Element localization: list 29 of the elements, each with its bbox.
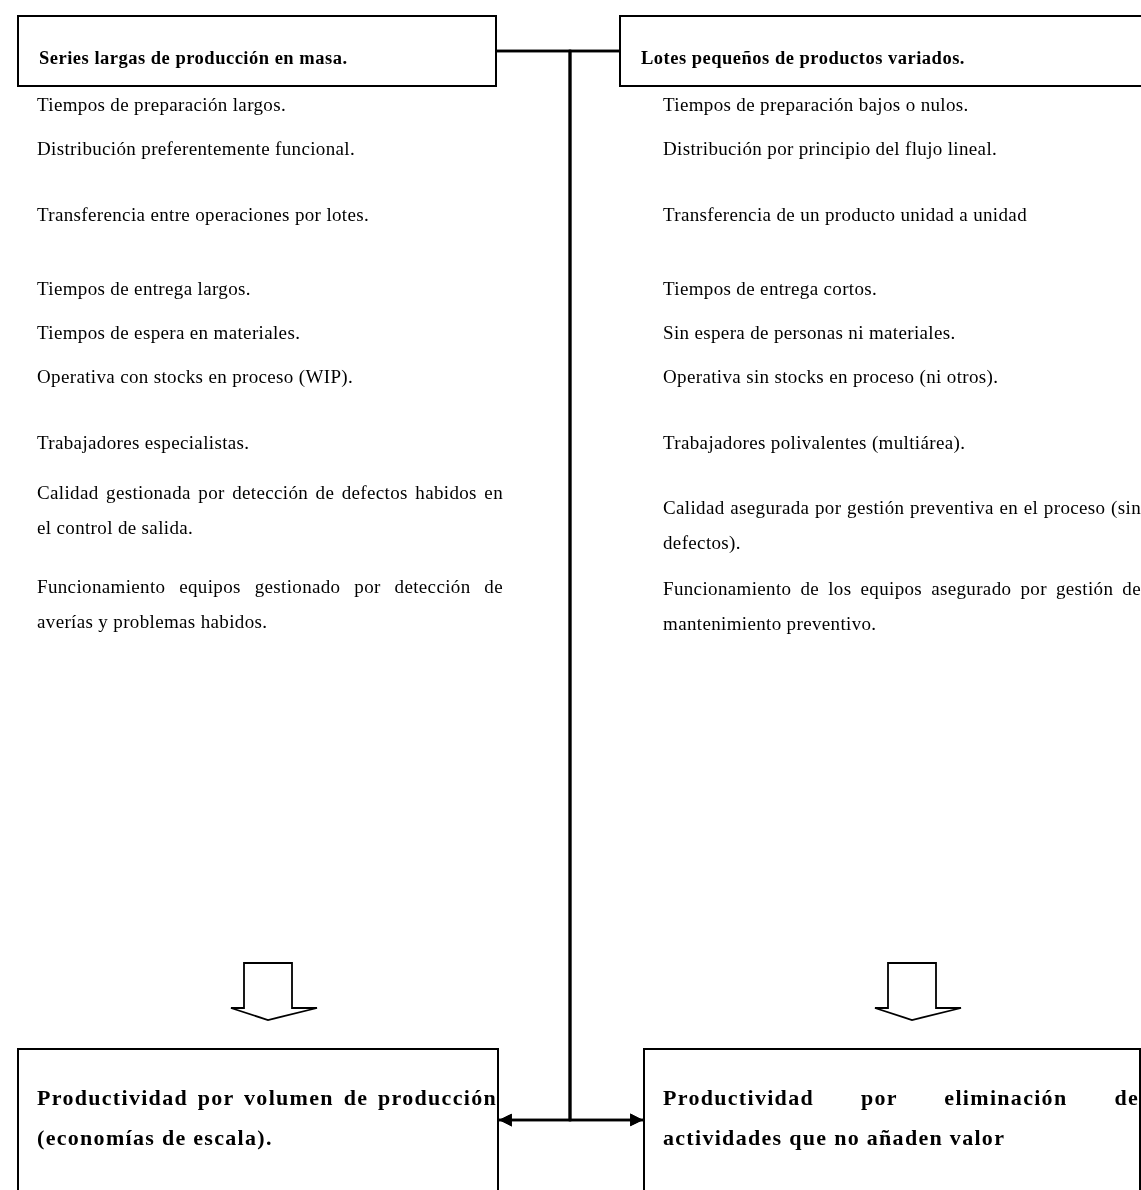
result-text: Productividad por eliminación de actividades que no añaden valor	[663, 1085, 1139, 1150]
list-item: Funcionamiento equipos gestionado por detección de averías y problemas habidos.	[37, 575, 503, 634]
list-item: Calidad asegurada por gestión preventiva en el proceso (sin defectos).	[663, 496, 1141, 555]
list-item: Distribución por principio del flujo lineal.	[663, 137, 999, 161]
result-box	[643, 1048, 1141, 1190]
result-text: Productividad por volumen de producción (economías de escala).	[37, 1085, 497, 1150]
header-box	[17, 15, 497, 87]
header-text: Lotes pequeños de productos variados.	[641, 47, 965, 68]
list-item: Tiempos de entrega cortos.	[663, 277, 879, 301]
list-item: Operativa sin stocks en proceso (ni otros).	[663, 365, 1000, 389]
list-item: Trabajadores polivalentes (multiárea).	[663, 431, 967, 455]
list-item: Distribución preferentemente funcional.	[37, 137, 357, 161]
list-item: Calidad gestionada por detección de defectos habidos en el control de salida.	[37, 481, 503, 540]
block-arrow	[874, 962, 962, 1021]
header-text: Series largas de producción en masa.	[39, 47, 348, 68]
list-item: Operativa con stocks en proceso (WIP).	[37, 365, 355, 389]
list-item: Trabajadores especialistas.	[37, 431, 251, 455]
header-box	[619, 15, 1141, 87]
connector-arrow	[568, 49, 643, 1127]
list-item: Sin espera de personas ni materiales.	[663, 321, 957, 345]
list-item: Tiempos de preparación largos.	[37, 93, 287, 117]
list-item: Tiempos de preparación bajos o nulos.	[663, 93, 970, 117]
list-item: Tiempos de entrega largos.	[37, 277, 252, 301]
list-item: Funcionamiento de los equipos asegurado por gestión de mantenimiento preventivo.	[663, 577, 1141, 636]
list-item: Transferencia entre operaciones por lotes.	[37, 203, 371, 227]
list-item: Tiempos de espera en materiales.	[37, 321, 302, 345]
list-item: Transferencia de un producto unidad a unidad	[663, 203, 1028, 227]
result-box	[17, 1048, 499, 1190]
block-arrow	[230, 962, 318, 1021]
